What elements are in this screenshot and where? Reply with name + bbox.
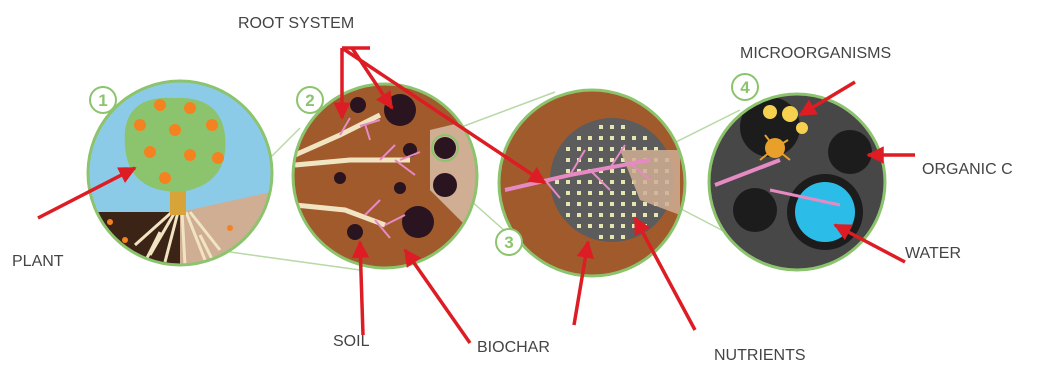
svg-text:2: 2 [305, 91, 314, 110]
nutrient-dot [654, 213, 658, 217]
nutrient-dot [577, 202, 581, 206]
arrow-biochar [405, 250, 470, 343]
nutrient-dot [577, 136, 581, 140]
nutrient-dot [599, 125, 603, 129]
step-number-3: 3 [496, 229, 522, 255]
label-microorganisms: MICROORGANISMS [740, 45, 891, 62]
nutrient-dot [643, 136, 647, 140]
nutrient-dot [632, 224, 636, 228]
nutrient-dot [566, 169, 570, 173]
pore-organic-c [828, 130, 872, 174]
nutrient-dot [610, 125, 614, 129]
nutrient-dot [588, 213, 592, 217]
nutrient-dot [588, 136, 592, 140]
nutrient-dot [588, 180, 592, 184]
nutrient-dot [577, 147, 581, 151]
nutrient-dot [599, 235, 603, 239]
nutrient-dot [566, 180, 570, 184]
nutrient-dot [566, 213, 570, 217]
nutrient-dot [621, 191, 625, 195]
nutrient-dot [621, 125, 625, 129]
nutrient-dot [599, 158, 603, 162]
nutrient-dot [610, 147, 614, 151]
nutrient-dot [632, 213, 636, 217]
nutrient-dot [599, 136, 603, 140]
nutrient-dot [599, 224, 603, 228]
label-nutrients: NUTRIENTS [714, 347, 806, 364]
tree-canopy [125, 98, 226, 192]
soil-circle [290, 80, 490, 280]
nutrient-dot [621, 213, 625, 217]
nutrient-dot [632, 191, 636, 195]
nutrient-dot [599, 147, 603, 151]
label-soil: SOIL [333, 333, 370, 350]
nutrient-dot [555, 180, 559, 184]
nutrient-dot [643, 224, 647, 228]
nutrient-dot [566, 191, 570, 195]
nutrient-dot [577, 191, 581, 195]
nutrient-dot [588, 147, 592, 151]
nutrient-dot [621, 136, 625, 140]
nutrient-dot [599, 202, 603, 206]
nutrient-dot [610, 235, 614, 239]
nutrient-dot [621, 169, 625, 173]
nutrient-dot [610, 213, 614, 217]
nutrient-dot [588, 224, 592, 228]
nutrient-dot [610, 169, 614, 173]
nutrient-dot [566, 147, 570, 151]
step-number-2: 2 [297, 87, 323, 113]
nutrient-dot [566, 202, 570, 206]
label-organic-c: ORGANIC C [922, 161, 1013, 178]
label-root-system: ROOT SYSTEM [238, 15, 354, 32]
nutrient-dot [599, 191, 603, 195]
nutrient-dot [577, 180, 581, 184]
nutrient-dot [632, 202, 636, 206]
nutrient-dot [621, 224, 625, 228]
nutrient-dot [577, 213, 581, 217]
nutrient-dot [621, 235, 625, 239]
step-number-1: 1 [90, 87, 116, 113]
micro-circle [705, 90, 895, 280]
svg-text:3: 3 [504, 233, 513, 252]
svg-text:1: 1 [98, 91, 107, 110]
nutrient-dot [621, 180, 625, 184]
nutrient-dot [588, 202, 592, 206]
nutrient-dot [610, 202, 614, 206]
biochar-circle [495, 85, 695, 285]
label-water: WATER [905, 245, 961, 262]
nutrient-dot [632, 136, 636, 140]
nutrient-dot [610, 224, 614, 228]
nutrient-dot [566, 158, 570, 162]
nutrient-dot [643, 202, 647, 206]
label-plant: PLANT [12, 253, 64, 270]
nutrient-dot [588, 191, 592, 195]
nutrient-dot [610, 180, 614, 184]
water-pore [795, 182, 855, 242]
nutrient-dot [643, 213, 647, 217]
svg-text:4: 4 [740, 78, 750, 97]
nutrient-dot [610, 136, 614, 140]
nutrient-dot [588, 158, 592, 162]
nutrient-dot [621, 202, 625, 206]
label-biochar: BIOCHAR [477, 339, 550, 356]
nutrient-dot [599, 213, 603, 217]
nutrient-dot [610, 191, 614, 195]
nutrient-dot [577, 224, 581, 228]
step-number-4: 4 [732, 74, 758, 100]
